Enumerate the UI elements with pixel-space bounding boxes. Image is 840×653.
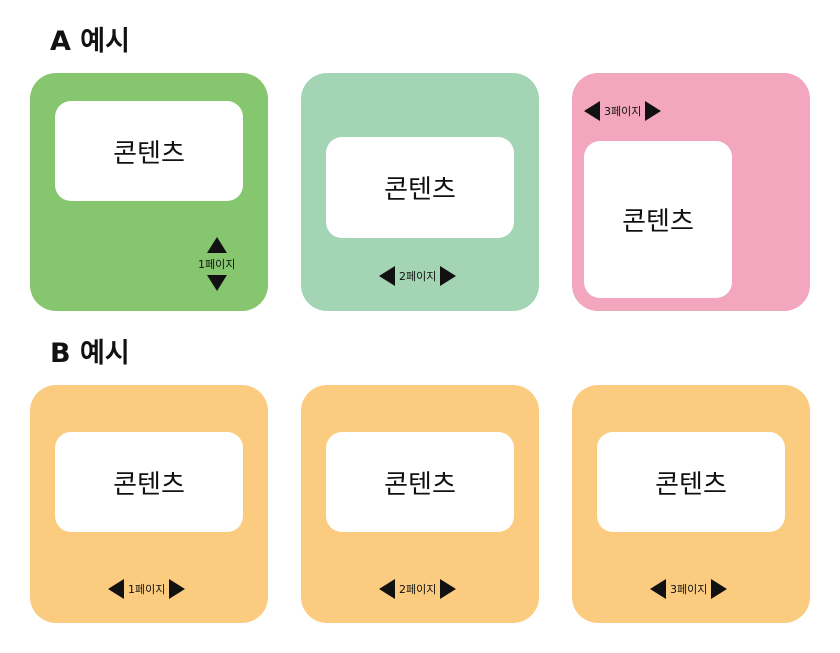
section-b-title: B 예시: [50, 338, 130, 369]
horizontal-page-nav[interactable]: 3페이지: [650, 579, 728, 599]
arrow-right-icon[interactable]: [169, 579, 186, 599]
arrow-right-icon[interactable]: [440, 579, 457, 599]
page-label: 2페이지: [399, 583, 437, 596]
arrow-right-icon[interactable]: [711, 579, 728, 599]
example-b-card-3: 콘텐츠 3페이지: [572, 385, 810, 623]
example-a-card-3: 3페이지 콘텐츠: [572, 73, 810, 311]
vertical-page-nav[interactable]: 1페이지: [198, 237, 235, 291]
arrow-left-icon[interactable]: [650, 579, 666, 599]
arrow-down-icon[interactable]: [206, 275, 227, 291]
content-box: 콘텐츠: [597, 432, 785, 532]
arrow-up-icon[interactable]: [206, 237, 227, 253]
horizontal-page-nav[interactable]: 2페이지: [379, 266, 457, 286]
page-label: 3페이지: [670, 583, 708, 596]
example-b-card-2: 콘텐츠 2페이지: [301, 385, 539, 623]
content-box: 콘텐츠: [55, 101, 243, 201]
content-box: 콘텐츠: [326, 432, 514, 532]
arrow-right-icon[interactable]: [440, 266, 457, 286]
section-a-title: A 예시: [50, 26, 130, 57]
page-label: 3페이지: [604, 105, 642, 118]
example-a-card-2: 콘텐츠 2페이지: [301, 73, 539, 311]
page-label: 2페이지: [399, 270, 437, 283]
content-box: 콘텐츠: [55, 432, 243, 532]
content-box: 콘텐츠: [584, 141, 732, 298]
arrow-left-icon[interactable]: [379, 266, 395, 286]
example-a-card-1: 콘텐츠 1페이지: [30, 73, 268, 311]
horizontal-page-nav[interactable]: 3페이지: [584, 101, 662, 121]
page-label: 1페이지: [198, 258, 236, 271]
horizontal-page-nav[interactable]: 2페이지: [379, 579, 457, 599]
arrow-left-icon[interactable]: [379, 579, 395, 599]
horizontal-page-nav[interactable]: 1페이지: [108, 579, 186, 599]
arrow-left-icon[interactable]: [108, 579, 124, 599]
content-box: 콘텐츠: [326, 137, 514, 238]
page-label: 1페이지: [128, 583, 166, 596]
example-b-card-1: 콘텐츠 1페이지: [30, 385, 268, 623]
arrow-right-icon[interactable]: [645, 101, 662, 121]
arrow-left-icon[interactable]: [584, 101, 600, 121]
